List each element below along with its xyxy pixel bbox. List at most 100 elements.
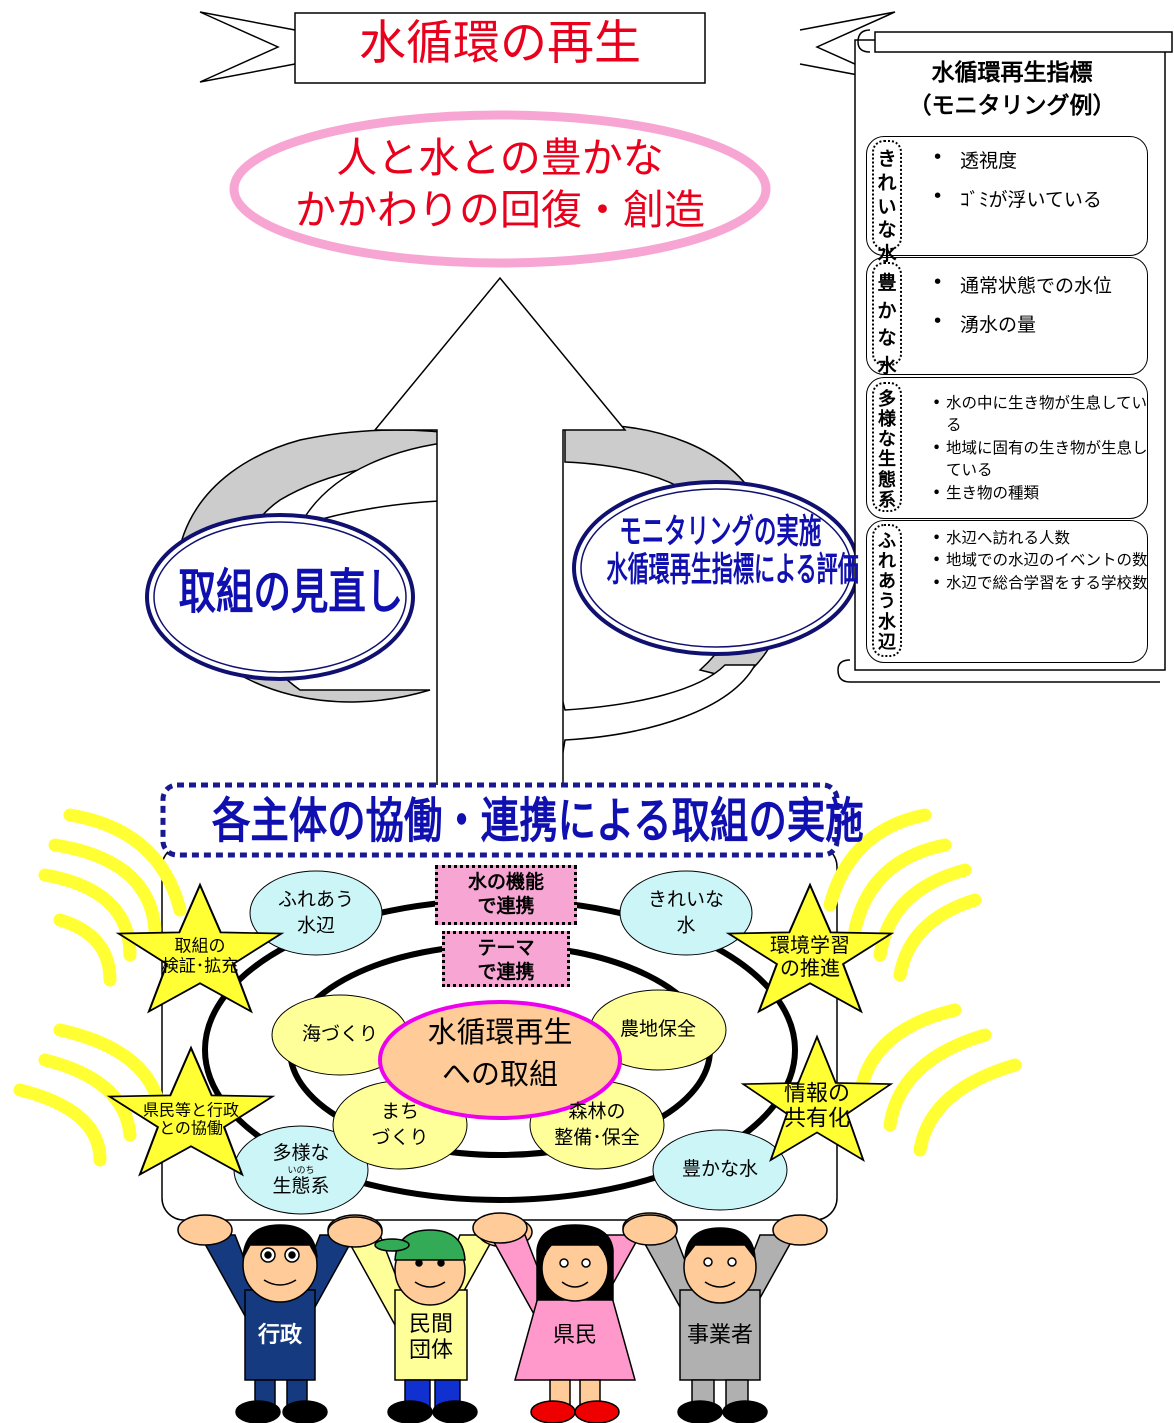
star-education-text: 環境学習の推進 bbox=[770, 934, 850, 980]
bubble-kirei bbox=[619, 870, 753, 956]
bubble-nouchi-text: 農地保全 bbox=[619, 1018, 697, 1041]
person-gyousei bbox=[177, 1214, 383, 1423]
center-ellipse bbox=[378, 1000, 622, 1120]
bubble-machi-text: まちづくり bbox=[371, 1099, 428, 1150]
indicator-list-rich: 通常状態での水位 湧水の量 bbox=[932, 271, 1112, 349]
bubble-umi-text: 海づくり bbox=[301, 1023, 379, 1046]
label-char: 態 bbox=[878, 469, 896, 491]
monitor-label-line1: モニタリングの実施 bbox=[619, 512, 822, 552]
bubble-fureau-text: ふれあう水辺 bbox=[278, 887, 354, 938]
star-info-line1: 情報の bbox=[783, 1081, 851, 1107]
review-label: 取組の見直し bbox=[178, 564, 404, 620]
person-kenmin bbox=[472, 1212, 678, 1423]
label-char: い bbox=[877, 195, 897, 218]
person-minkan-line1: 民間 bbox=[408, 1312, 453, 1337]
goal-line1: 人と水との豊かな bbox=[336, 134, 664, 182]
tag-theme: テーマ で連携 bbox=[442, 931, 570, 987]
indicators-title-line1: 水循環再生指標 bbox=[931, 60, 1093, 86]
indicator-label-rich: 豊 か な 水 bbox=[872, 262, 902, 377]
indicator-item: 通常状態での水位 bbox=[932, 271, 1112, 298]
indicator-item: 水の中に生き物が生息している bbox=[932, 392, 1151, 437]
indicator-list-clean: 透視度 ｺﾞﾐが浮いている bbox=[932, 146, 1102, 224]
bubble-fureau-line1: ふれあう bbox=[277, 888, 355, 911]
bubble-fureau bbox=[249, 870, 383, 956]
label-char: 系 bbox=[878, 489, 896, 511]
label-char: か bbox=[877, 299, 897, 322]
indicator-item: 湧水の量 bbox=[932, 310, 1112, 337]
main-up-arrow bbox=[373, 276, 627, 831]
star-verify-line2: 検証･拡充 bbox=[161, 956, 239, 976]
indicators-title-line2: （モニタリング例） bbox=[908, 93, 1116, 119]
indicator-label-clean: き れ い な 水 bbox=[872, 140, 902, 265]
collab-title: 各主体の協働・連携による取組の実施 bbox=[212, 793, 864, 849]
bubble-kirei-text: きれいな水 bbox=[648, 887, 724, 938]
collab-title-box bbox=[160, 782, 840, 858]
label-char: 水 bbox=[877, 354, 897, 377]
label-char: な bbox=[877, 219, 897, 242]
label-char: 水 bbox=[877, 243, 897, 265]
star-citizen-text: 県民等と行政との協働 bbox=[142, 1100, 240, 1139]
tag-theme-line2: で連携 bbox=[477, 960, 535, 983]
bubble-kirei-line1: きれいな bbox=[647, 888, 725, 911]
star-info-text: 情報の共有化 bbox=[784, 1082, 850, 1133]
label-char: 辺 bbox=[878, 631, 896, 653]
indicator-item: 生き物の種類 bbox=[932, 482, 1151, 505]
label-char: 多 bbox=[878, 389, 896, 410]
monitor-label-line2: 水循環再生指標による評価 bbox=[606, 550, 859, 590]
banner-ribbon bbox=[199, 11, 896, 84]
bubble-tayou-line2: 生態系 bbox=[272, 1174, 330, 1197]
star-citizen-line2: との協働 bbox=[159, 1119, 223, 1138]
bubble-shinrin-line2: 整備･保全 bbox=[554, 1126, 640, 1148]
person-kenmin-label: 県民 bbox=[552, 1323, 597, 1348]
indicator-item: 水辺で総合学習をする学校数 bbox=[932, 572, 1151, 595]
bubble-machi-line1: まち bbox=[380, 1100, 420, 1123]
bubble-shinrin-text: 森林の整備･保全 bbox=[554, 1099, 640, 1150]
person-jigyousha-label: 事業者 bbox=[686, 1323, 753, 1348]
bubble-shinrin-line1: 森林の bbox=[568, 1100, 626, 1123]
star-education-line1: 環境学習 bbox=[770, 933, 850, 957]
indicator-item: 水辺へ訪れる人数 bbox=[932, 527, 1151, 550]
indicator-item: 地域に固有の生き物が生息している bbox=[932, 437, 1151, 482]
star-info-line2: 共有化 bbox=[783, 1107, 851, 1132]
label-char: き bbox=[877, 148, 897, 170]
label-char: 豊 bbox=[877, 272, 897, 294]
label-char: あ bbox=[878, 571, 896, 593]
indicator-label-ecosystem: 多 様 な 生 態 系 bbox=[872, 382, 902, 512]
label-char: な bbox=[878, 429, 896, 451]
person-jigyousha bbox=[622, 1214, 828, 1423]
tag-function-line1: 水の機能 bbox=[467, 871, 544, 893]
bubble-tayou-line1: 多様な bbox=[272, 1141, 330, 1164]
indicator-item: ｺﾞﾐが浮いている bbox=[932, 185, 1102, 212]
star-verify-text: 取組の検証･拡充 bbox=[162, 937, 239, 976]
star-citizen-line1: 県民等と行政 bbox=[142, 1100, 240, 1120]
label-char: れ bbox=[877, 171, 897, 194]
center-line1: 水循環再生 bbox=[427, 1015, 573, 1049]
center-line2: への取組 bbox=[441, 1057, 558, 1091]
bubble-fureau-line2: 水辺 bbox=[296, 914, 336, 936]
label-char: 生 bbox=[878, 449, 896, 471]
label-char: な bbox=[877, 327, 897, 350]
label-char: う bbox=[878, 591, 896, 613]
star-verify-line1: 取組の bbox=[174, 936, 226, 957]
bubble-machi-line2: づくり bbox=[371, 1126, 429, 1148]
tag-function: 水の機能 で連携 bbox=[435, 865, 577, 925]
star-education-line2: の推進 bbox=[780, 956, 840, 980]
goal-ellipse bbox=[229, 110, 771, 268]
person-minkan-line2: 団体 bbox=[408, 1338, 453, 1364]
person-gyousei-label: 行政 bbox=[257, 1323, 302, 1348]
goal-line2: かかわりの回復・創造 bbox=[295, 186, 705, 234]
label-char: れ bbox=[878, 551, 896, 573]
indicator-label-waterside: ふ れ あ う 水 辺 bbox=[872, 524, 902, 657]
indicator-list-ecosystem: 水の中に生き物が生息している 地域に固有の生き物が生息している 生き物の種類 bbox=[932, 392, 1151, 505]
person-minkan-label: 民間団体 bbox=[395, 1312, 467, 1365]
banner-title: 水循環の再生 bbox=[359, 16, 641, 71]
review-ellipse bbox=[145, 513, 415, 681]
monitor-ellipse-inner bbox=[580, 488, 852, 648]
bubble-tayou-ruby: いのち bbox=[287, 1165, 315, 1176]
bubble-kirei-line2: 水 bbox=[676, 914, 696, 936]
indicator-item: 地域での水辺のイベントの数 bbox=[932, 549, 1151, 572]
indicator-list-waterside: 水辺へ訪れる人数 地域での水辺のイベントの数 水辺で総合学習をする学校数 bbox=[932, 527, 1151, 595]
indicator-item: 透視度 bbox=[932, 146, 1102, 173]
label-char: 様 bbox=[878, 409, 896, 431]
